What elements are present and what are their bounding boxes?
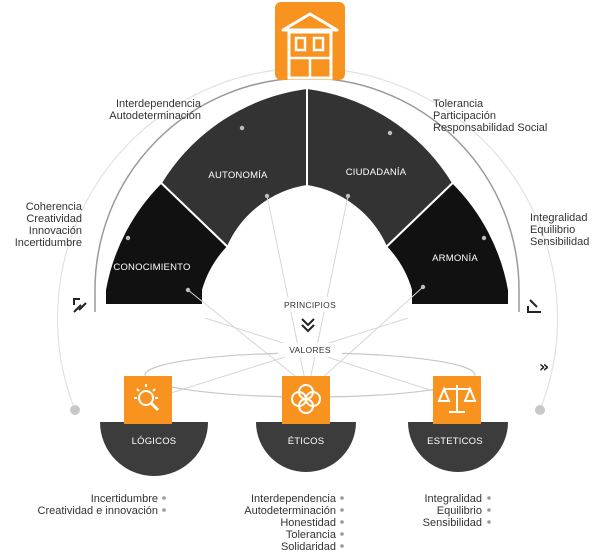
segment-label-ciudadania: CIUDADANÍA [346, 167, 407, 178]
segment-armonia [384, 181, 510, 306]
svg-text:Innovación: Innovación [29, 225, 82, 237]
svg-text:Equilibrio: Equilibrio [530, 224, 575, 236]
svg-text:Honestidad: Honestidad [280, 517, 336, 529]
segment-conocimiento [104, 181, 230, 306]
svg-text:Equilibrio: Equilibrio [437, 505, 482, 517]
principles-arch [104, 86, 510, 306]
svg-text:Participación: Participación [433, 110, 496, 122]
svg-text:Creatividad: Creatividad [26, 213, 82, 225]
bulb-magnifier-icon [134, 384, 160, 412]
outer-label-top-right: Tolerancia Participación Responsabilidad… [433, 98, 547, 134]
interlocking-rings-icon [291, 384, 321, 414]
outer-label-top-left: Interdependencia Autodeterminación [109, 98, 202, 122]
svg-text:Tolerancia: Tolerancia [433, 98, 484, 110]
svg-text:Interdependencia: Interdependencia [116, 98, 202, 110]
double-chevron-right-icon: » [539, 357, 549, 376]
values-label: VALORES [289, 345, 331, 355]
base-semicircle-esteticos [408, 422, 508, 472]
svg-text:Autodeterminación: Autodeterminación [109, 110, 201, 122]
svg-text:Integralidad: Integralidad [425, 493, 483, 505]
segment-label-conocimiento: CONOCIMIENTO [113, 262, 190, 273]
value-label-eticos: ÉTICOS [288, 436, 325, 447]
items-esteticos: Integralidad Equilibrio Sensibilidad [423, 493, 491, 529]
svg-text:Tolerancia: Tolerancia [286, 529, 337, 541]
svg-text:Sensibilidad: Sensibilidad [423, 517, 482, 529]
base-semicircle-eticos [256, 422, 356, 472]
guide-dot-right [535, 405, 545, 415]
outer-label-left: Coherencia Creatividad Innovación Incert… [15, 201, 83, 249]
value-group-logicos: LÓGICOS [100, 376, 208, 476]
svg-text:Creatividad e innovación: Creatividad e innovación [38, 505, 158, 517]
svg-text:Integralidad: Integralidad [530, 212, 588, 224]
segment-label-armonia: ARMONÍA [432, 253, 478, 264]
items-eticos: Interdependencia Autodeterminación Hones… [244, 493, 344, 553]
value-group-esteticos: ESTETICOS [408, 376, 508, 472]
segment-dots [125, 125, 487, 293]
school-building-icon [275, 2, 345, 80]
svg-text:Incertidumbre: Incertidumbre [15, 237, 82, 249]
svg-text:Responsabilidad Social: Responsabilidad Social [433, 122, 547, 134]
items-logicos: Incertidumbre Creatividad e innovación [38, 493, 166, 517]
svg-text:Incertidumbre: Incertidumbre [91, 493, 158, 505]
svg-text:Interdependencia: Interdependencia [251, 493, 337, 505]
value-label-logicos: LÓGICOS [132, 436, 177, 447]
double-chevron-down-icon [301, 318, 315, 333]
chevron-down-right-icon [527, 299, 541, 313]
segment-label-autonomia: AUTONOMÍA [208, 170, 268, 181]
svg-text:Sensibilidad: Sensibilidad [530, 236, 589, 248]
guide-dot-left [70, 405, 80, 415]
svg-text:Autodeterminación: Autodeterminación [244, 505, 336, 517]
svg-text:Solidaridad: Solidaridad [281, 541, 336, 553]
value-label-esteticos: ESTETICOS [427, 436, 483, 447]
chevron-up-left-icon [73, 298, 87, 313]
balance-scale-icon [437, 385, 477, 413]
principles-label: PRINCIPIOS [284, 300, 336, 310]
svg-text:Coherencia: Coherencia [26, 201, 83, 213]
outer-label-right: Integralidad Equilibrio Sensibilidad [530, 212, 589, 248]
value-group-eticos: ÉTICOS [256, 376, 356, 472]
base-semicircle-logicos [100, 422, 208, 476]
